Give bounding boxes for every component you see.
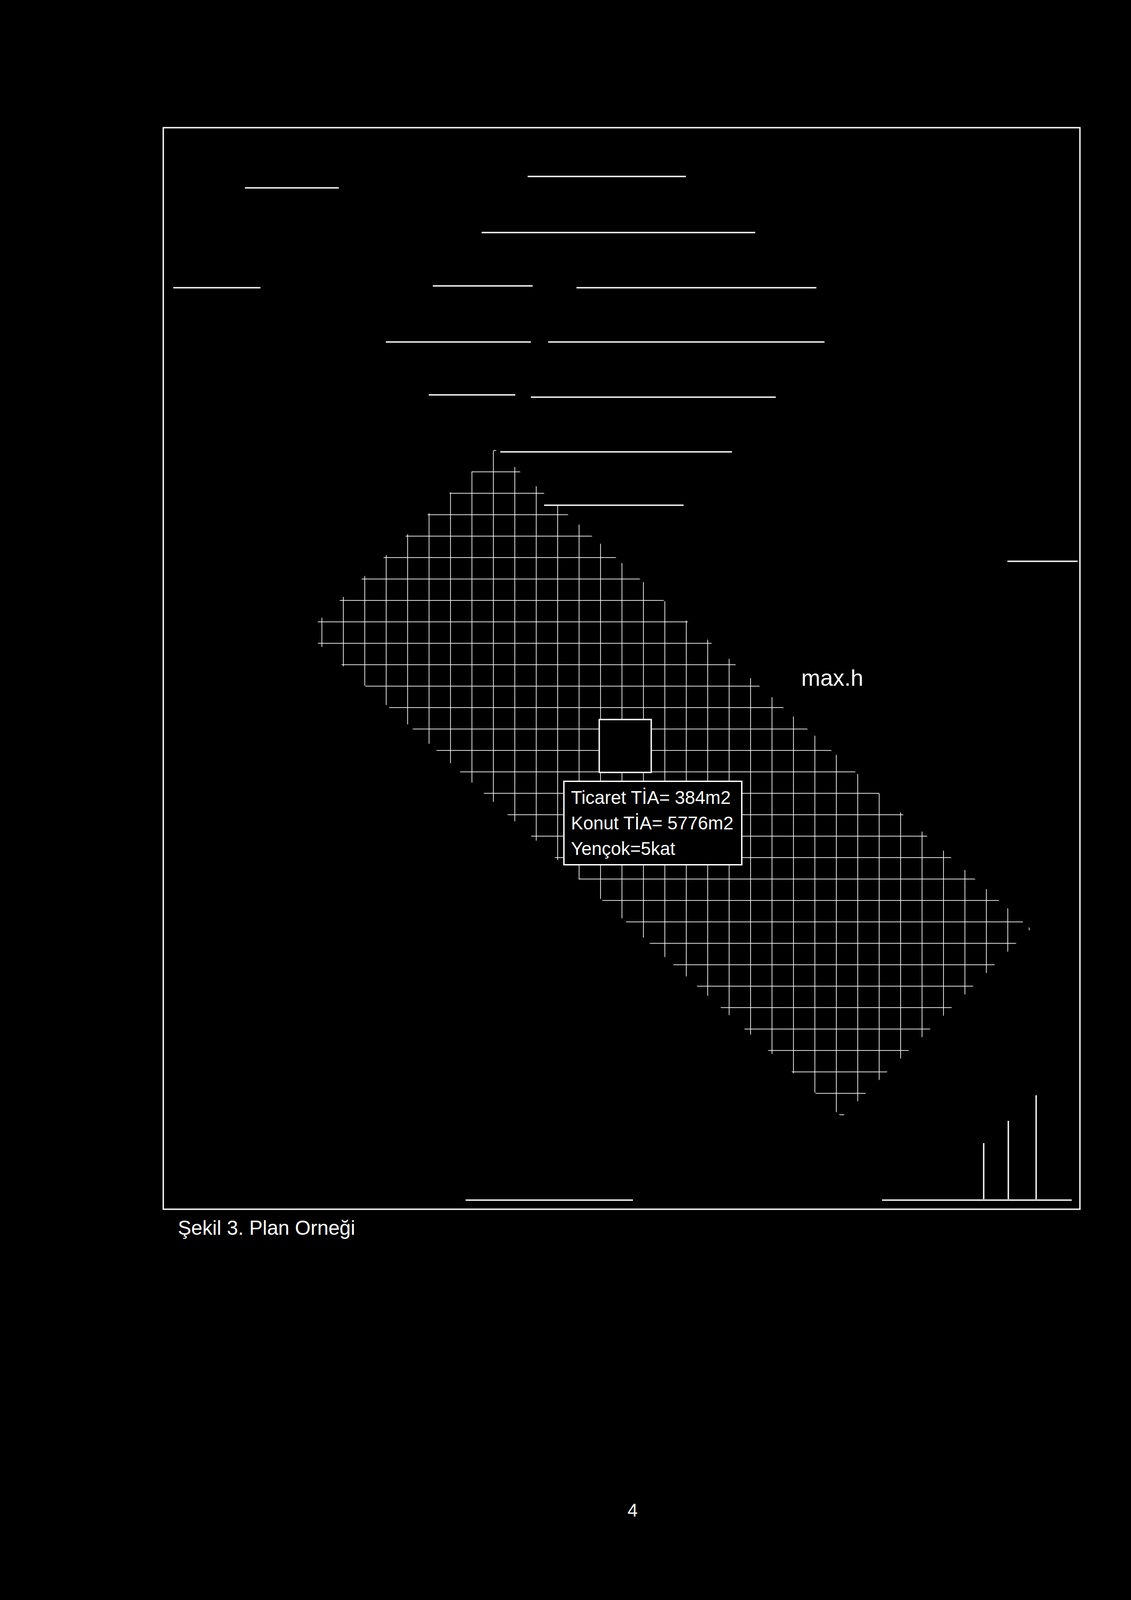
hatched-zone (273, 410, 1072, 1163)
area-note: Ticaret TİA= 384m2 (570, 784, 735, 811)
area-note: Yençok=5kat (570, 835, 735, 862)
parcel-lines (173, 176, 1078, 1201)
building-square (599, 719, 652, 773)
figure-caption: Şekil 3. Plan Orneği (177, 1216, 356, 1240)
page-number: 4 (627, 1500, 638, 1521)
height-note: max.h (801, 664, 864, 692)
area-note: Konut TİA= 5776m2 (570, 810, 735, 836)
info-box: Ticaret TİA= 384m2Konut TİA= 5776m2Yenço… (563, 780, 743, 866)
frame (163, 127, 1080, 1210)
